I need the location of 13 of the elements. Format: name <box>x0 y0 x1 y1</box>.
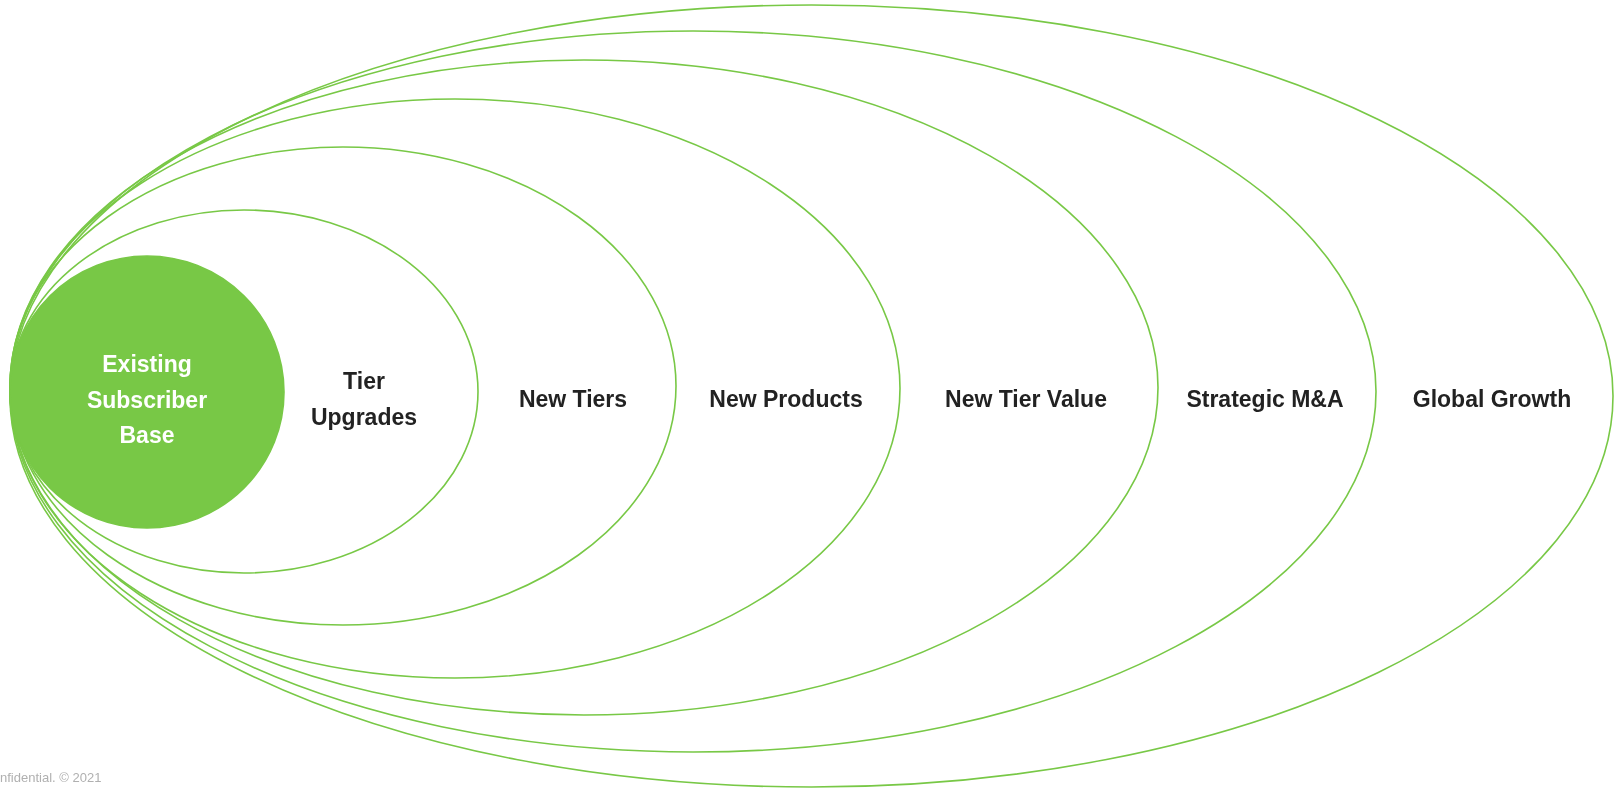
ring-ellipse <box>9 146 677 626</box>
ring-label: Global Growth <box>1412 385 1572 415</box>
ring-ellipse <box>9 209 479 574</box>
ring-label: New Products <box>709 385 863 415</box>
ring-label: New Tier Value <box>945 385 1107 415</box>
ring-label: New Tiers <box>518 385 628 415</box>
copyright-note: nfidential. © 2021 <box>0 770 102 785</box>
ring-label: Strategic M&A <box>1186 385 1344 415</box>
core-circle <box>9 255 285 529</box>
ring-ellipse <box>9 98 901 679</box>
ring-label: Existing Subscriber Base <box>85 349 209 450</box>
ring-label: Tier Upgrades <box>309 367 419 432</box>
ring-ellipse <box>9 30 1377 753</box>
